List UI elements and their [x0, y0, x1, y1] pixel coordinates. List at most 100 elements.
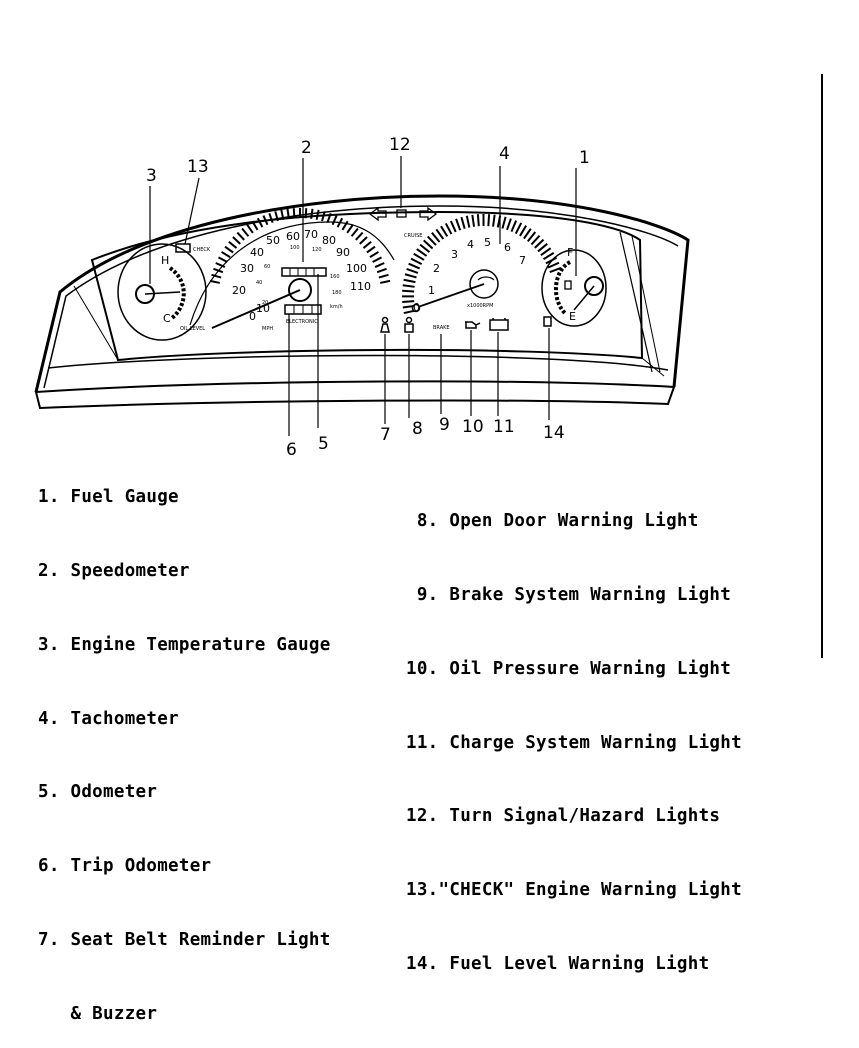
tacho-label-7: 7 — [519, 254, 526, 267]
legend-number: 7. — [38, 928, 60, 953]
speedo-label-80: 80 — [322, 234, 336, 247]
speedo-unit-mph: MPH — [262, 326, 273, 332]
speedo-label-110: 110 — [350, 280, 371, 293]
fuel-pump-icon — [565, 281, 571, 289]
tacho-tick — [461, 217, 464, 229]
speedo-tick — [333, 216, 337, 225]
speedo-unit-kmh: km/h — [330, 304, 343, 310]
legend-item: 1. Fuel Gauge — [38, 485, 331, 510]
tacho-label-3: 3 — [451, 248, 458, 261]
speedo-tick — [225, 247, 233, 253]
seat-belt-icon — [381, 318, 389, 333]
speedo-label-0: 0 — [249, 310, 256, 323]
legend-item: 8. Open Door Warning Light — [406, 509, 742, 534]
legend-item: 6. Trip Odometer — [38, 854, 331, 879]
legend-right-column: 8. Open Door Warning Light 9. Brake Syst… — [406, 460, 742, 1001]
warning-lights: BRAKE — [381, 317, 551, 332]
speedo-tick — [237, 233, 244, 240]
legend-text: Tachometer — [71, 707, 179, 732]
tacho-label-4: 4 — [467, 238, 474, 251]
speedo-kmh-20: 20 — [262, 300, 268, 306]
speedo-kmh-120: 120 — [312, 247, 322, 253]
speedo-tick — [379, 275, 389, 278]
legend-item: 2. Speedometer — [38, 559, 331, 584]
speedo-tick — [288, 209, 289, 219]
tacho-tick — [436, 229, 443, 239]
legend-text: Seat Belt Reminder Light — [71, 928, 331, 953]
oil-level-label: OIL LEVEL — [180, 326, 205, 332]
fuel-full-label: F — [567, 246, 573, 259]
legend-item: 3. Engine Temperature Gauge — [38, 633, 331, 658]
temp-cold-label: C — [163, 312, 171, 325]
speedo-label-20: 20 — [232, 284, 246, 297]
speedo-tick — [380, 281, 390, 283]
tacho-tick — [507, 219, 511, 230]
speedo-kmh-160: 160 — [330, 274, 340, 280]
fuel-gauge-pod: F E — [542, 246, 606, 326]
speedo-label-30: 30 — [240, 262, 254, 275]
tacho-tick — [524, 229, 531, 239]
legend-text: Fuel Gauge — [71, 485, 179, 510]
tachometer-dial: 0 1 2 3 4 5 6 7 x1000RPM — [402, 214, 561, 314]
tacho-tick — [417, 249, 427, 256]
callout-3: 3 — [146, 166, 157, 186]
speedo-kmh-180: 180 — [332, 290, 342, 296]
tacho-label-1: 1 — [428, 284, 435, 297]
tacho-tick — [478, 214, 479, 226]
speedo-tick — [352, 229, 358, 237]
temp-hot-label: H — [161, 254, 169, 267]
callout-10: 10 — [462, 417, 484, 437]
tacho-tick — [472, 215, 474, 227]
electronic-label: ELECTRONIC — [286, 319, 318, 325]
callout-2: 2 — [301, 138, 312, 158]
speedo-tick — [377, 269, 386, 272]
legend-item: 4. Tachometer — [38, 707, 331, 732]
speedo-tick — [363, 242, 371, 248]
callout-13: 13 — [187, 157, 209, 177]
speedo-label-40: 40 — [250, 246, 264, 259]
tacho-tick — [544, 253, 554, 259]
tacho-tick — [407, 269, 418, 273]
cruise-label: CRUISE — [404, 233, 422, 239]
speedo-kmh-60: 60 — [264, 264, 270, 270]
tacho-tick — [541, 248, 551, 255]
tacho-label-6: 6 — [504, 241, 511, 254]
legend-item: 11. Charge System Warning Light — [406, 731, 742, 756]
tacho-tick — [451, 221, 456, 232]
legend-text: & Buzzer — [71, 1002, 158, 1027]
callout-8: 8 — [412, 419, 423, 439]
callout-7: 7 — [380, 425, 391, 445]
speedo-label-50: 50 — [266, 234, 280, 247]
cluster-housing — [36, 196, 688, 408]
tacho-tick — [402, 291, 414, 292]
tacho-tick — [516, 223, 521, 234]
open-door-icon — [405, 318, 413, 333]
tacho-tick — [456, 219, 460, 230]
callout-9: 9 — [439, 415, 450, 435]
tacho-label-2: 2 — [433, 262, 440, 275]
speedo-tick — [247, 225, 253, 233]
tacho-tick — [414, 254, 424, 260]
speedo-kmh-100: 100 — [290, 245, 300, 251]
tacho-tick — [538, 244, 547, 252]
speedo-tick — [370, 252, 379, 257]
legend-number: 12. — [406, 804, 439, 829]
legend-text: Odometer — [71, 780, 158, 805]
tacho-tick — [502, 217, 505, 229]
fuel-level-warning-icon — [544, 317, 551, 326]
tacho-label-0: 0 — [413, 301, 420, 314]
speedo-tick — [233, 237, 240, 244]
tacho-tick — [467, 216, 470, 228]
speedo-tick — [360, 237, 367, 244]
legend-number: 4. — [38, 707, 60, 732]
legend-number: 13. — [406, 878, 439, 903]
legend-number: 5. — [38, 780, 60, 805]
legend-item: 12. Turn Signal/Hazard Lights — [406, 804, 742, 829]
legend-number: 2. — [38, 559, 60, 584]
trip-odometer-display — [285, 305, 321, 314]
legend-item: 7. Seat Belt Reminder Light — [38, 928, 331, 953]
speedo-tick — [269, 213, 272, 222]
callout-12: 12 — [389, 135, 411, 155]
legend-left-column: 1. Fuel Gauge 2. Speedometer 3. Engine T… — [38, 436, 331, 1048]
tacho-tick — [446, 223, 452, 234]
